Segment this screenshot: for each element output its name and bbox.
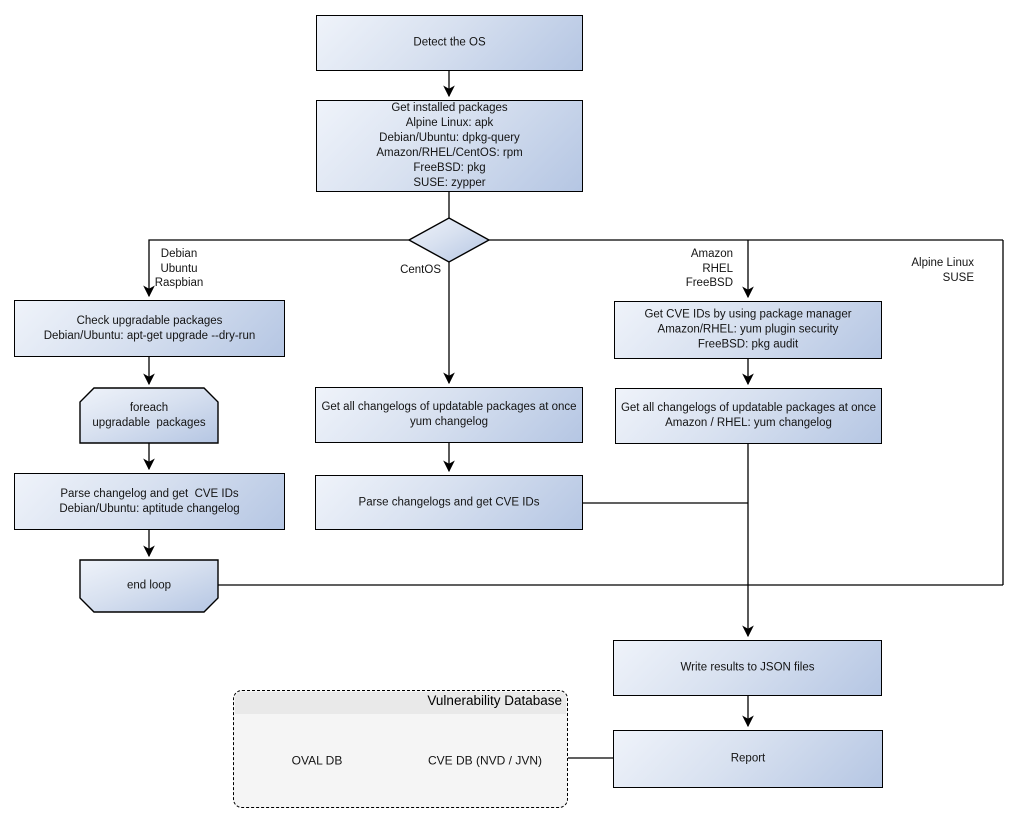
node-parse-changelog-debian-label: Parse changelog and get CVE IDs Debian/U… <box>59 487 240 515</box>
os-decision-diamond <box>407 217 491 263</box>
node-get-installed-packages: Get installed packages Alpine Linux: apk… <box>316 100 583 192</box>
node-write-results-label: Write results to JSON files <box>680 661 815 674</box>
branch-label-debian: Debian Ubuntu Raspbian <box>154 248 204 289</box>
node-parse-changelog-debian: Parse changelog and get CVE IDs Debian/U… <box>14 473 285 530</box>
node-detect-os-label: Detect the OS <box>413 36 486 49</box>
node-get-cve-ids-pkg-mgr: Get CVE IDs by using package manager Ama… <box>614 301 882 359</box>
node-detect-os: Detect the OS <box>316 15 583 71</box>
oval-db-label: OVAL DB <box>291 753 343 768</box>
node-check-upgradable-label: Check upgradable packages Debian/Ubuntu:… <box>43 314 256 342</box>
node-get-changelogs-centos-label: Get all changelogs of updatable packages… <box>321 401 577 428</box>
node-get-installed-packages-label: Get installed packages Alpine Linux: apk… <box>376 102 523 189</box>
foreach-loop-shape <box>79 387 219 444</box>
node-get-changelogs-centos: Get all changelogs of updatable packages… <box>315 387 583 443</box>
node-parse-changelogs-centos-label: Parse changelogs and get CVE IDs <box>358 496 540 508</box>
branch-label-amazon: Amazon RHEL FreeBSD <box>685 248 733 289</box>
vulnerability-database-container: Vulnerability Database <box>233 690 568 808</box>
node-parse-changelogs-centos: Parse changelogs and get CVE IDs <box>315 475 583 530</box>
node-get-changelogs-amazon: Get all changelogs of updatable packages… <box>615 388 882 444</box>
edge-decision-to-check <box>143 239 409 298</box>
cve-db-label: CVE DB (NVD / JVN) <box>427 753 543 768</box>
end-loop-shape <box>79 559 219 613</box>
node-check-upgradable: Check upgradable packages Debian/Ubuntu:… <box>14 300 285 357</box>
node-get-cve-ids-pkg-mgr-label: Get CVE IDs by using package manager Ama… <box>644 308 852 351</box>
branch-label-centos: CentOS <box>400 264 441 276</box>
foreach-loop-label: foreach upgradable packages <box>92 402 206 429</box>
node-report: Report <box>613 730 883 788</box>
vulnerability-database-title: Vulnerability Database <box>427 693 562 708</box>
node-get-changelogs-amazon-label: Get all changelogs of updatable packages… <box>620 402 877 429</box>
end-loop-label: end loop <box>126 579 172 592</box>
branch-label-alpine: Alpine Linux SUSE <box>911 257 974 284</box>
node-write-results: Write results to JSON files <box>613 640 882 696</box>
node-report-label: Report <box>730 752 766 765</box>
vulnerability-database-header <box>235 692 566 714</box>
